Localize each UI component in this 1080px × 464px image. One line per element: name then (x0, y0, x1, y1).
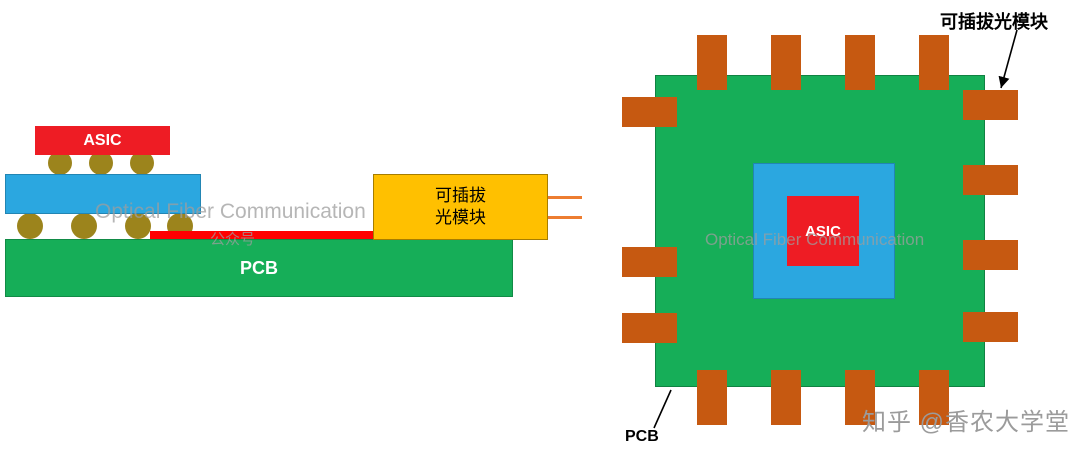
pcb-side-view: PCB (5, 239, 513, 297)
optical-module-left-edge (622, 313, 677, 343)
package-substrate-side-view (5, 174, 201, 214)
asic-chip-top-view: ASIC (787, 196, 859, 266)
optical-module-right-edge (963, 165, 1018, 195)
optical-module-right-edge (963, 312, 1018, 342)
optical-module-left-edge (622, 247, 677, 277)
optical-module-right-edge (963, 90, 1018, 120)
optical-module-side-view: 可插拔 光模块 (373, 174, 548, 240)
optical-module-callout-label: 可插拔光模块 (940, 12, 1048, 32)
solder-ball (125, 213, 151, 239)
optical-module-bottom-edge (771, 370, 801, 425)
optical-module-label-line2: 光模块 (435, 208, 486, 227)
optical-module-label-line1: 可插拔 (435, 185, 486, 205)
watermark-top: Optical Fiber Communication (705, 230, 925, 249)
solder-ball (130, 151, 154, 175)
optical-module-top-edge (697, 35, 727, 90)
optical-module-bottom-edge (919, 370, 949, 425)
asic-chip-side-view: ASIC (35, 126, 170, 155)
pcb-callout-label: PCB (625, 428, 659, 445)
optical-module-top-edge (919, 35, 949, 90)
fiber-line-2 (548, 216, 582, 219)
watermark-zhihu: 知乎 @香农大学堂 (862, 409, 1071, 436)
optical-module-right-edge (963, 240, 1018, 270)
optical-module-top-edge (845, 35, 875, 90)
optical-module-bottom-edge (697, 370, 727, 425)
watermark-side: Optical Fiber Communication (95, 200, 366, 223)
watermark-side-sub: 公众号 (210, 231, 256, 248)
pcb-trace (150, 231, 378, 239)
fiber-line-1 (548, 196, 582, 199)
module-callout-arrow (998, 29, 1018, 89)
optical-module-left-edge (622, 97, 677, 127)
solder-ball (71, 213, 97, 239)
solder-ball (89, 151, 113, 175)
solder-ball (17, 213, 43, 239)
optical-module-top-edge (771, 35, 801, 90)
solder-ball (48, 151, 72, 175)
pcb-callout-line (653, 389, 672, 429)
optical-module-bottom-edge (845, 370, 875, 425)
